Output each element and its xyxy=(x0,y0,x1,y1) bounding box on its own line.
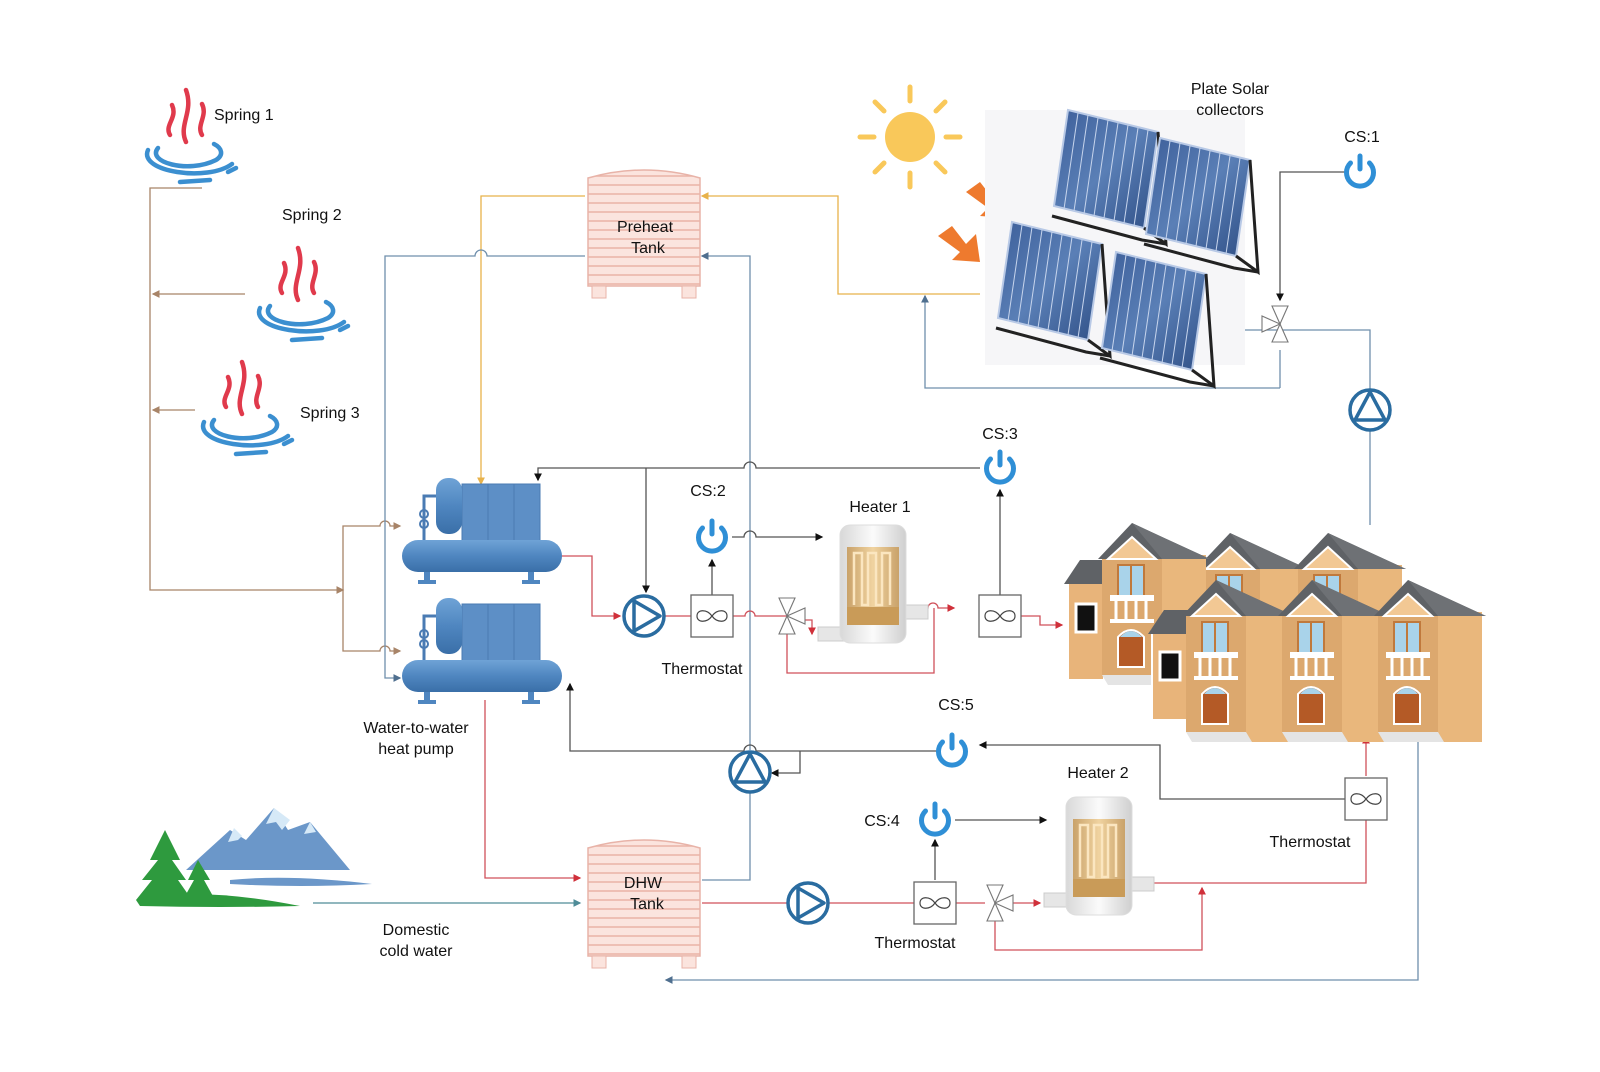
spring-3 xyxy=(203,362,292,454)
solar-collectors xyxy=(985,108,1260,388)
cold-water-label-line1: Domestic xyxy=(383,922,450,939)
preheat-tank-label-line2: Tank xyxy=(631,240,666,257)
three-way-valve-solar xyxy=(1261,305,1289,343)
circulation-pump-2 xyxy=(786,881,830,925)
thermostat-icon xyxy=(690,594,734,638)
heater-1 xyxy=(817,523,929,645)
hot-spring-icon xyxy=(259,248,348,340)
control-switch-1[interactable] xyxy=(1347,156,1374,186)
house-icon xyxy=(1372,578,1488,744)
cs-3-label: CS:3 xyxy=(982,426,1018,443)
heater-1-label: Heater 1 xyxy=(849,499,910,516)
sun-icon xyxy=(857,84,963,190)
thermostat-3-label: Thermostat xyxy=(1270,834,1351,851)
hot-spring-icon xyxy=(147,90,236,182)
heat-pump-icon xyxy=(400,596,564,706)
pump-icon xyxy=(1348,388,1392,432)
pump-icon xyxy=(728,750,772,794)
heat-pump-2 xyxy=(400,596,564,706)
heat-pump-1 xyxy=(400,476,564,586)
thermostat-heater1-out xyxy=(978,594,1022,638)
house-annex xyxy=(1064,560,1106,681)
dhw-tank-label-line2: Tank xyxy=(630,896,665,913)
spring-2 xyxy=(259,248,348,340)
power-icon xyxy=(1347,156,1374,186)
preheat-tank-label-line1: Preheat xyxy=(617,219,674,236)
thermostat-icon xyxy=(913,881,957,925)
thermostat-2-label: Thermostat xyxy=(875,935,956,952)
valve-icon xyxy=(1261,305,1289,343)
three-way-valve-heater2 xyxy=(986,884,1014,922)
heater-icon xyxy=(1064,795,1134,917)
cold-water-label-line2: cold water xyxy=(380,943,454,960)
hot-spring-icon xyxy=(203,362,292,454)
thermostat-icon xyxy=(1344,777,1388,821)
pump-icon xyxy=(622,594,666,638)
control-switch-3[interactable] xyxy=(987,452,1014,482)
power-icon xyxy=(987,452,1014,482)
spring-1-label: Spring 1 xyxy=(214,107,274,124)
cs-2-label: CS:2 xyxy=(690,483,726,500)
control-switch-4[interactable] xyxy=(922,804,949,834)
heater-icon xyxy=(838,523,908,645)
dhw-tank-label-line1: DHW xyxy=(624,875,663,892)
thermostat-icon xyxy=(978,594,1022,638)
tree-icon xyxy=(136,830,300,907)
spring-supply-pipes xyxy=(149,187,402,655)
heat-pump-icon xyxy=(400,476,564,586)
cs-5-label: CS:5 xyxy=(938,697,974,714)
spring-2-label: Spring 2 xyxy=(282,207,342,224)
return-pipes xyxy=(384,249,1419,984)
power-icon xyxy=(699,521,726,551)
heater-2 xyxy=(1043,795,1155,917)
control-lines xyxy=(534,171,1346,880)
valve-icon xyxy=(986,884,1014,922)
thermostat-1-label: Thermostat xyxy=(662,661,743,678)
cs-1-label: CS:1 xyxy=(1344,129,1380,146)
thermostat-3 xyxy=(1344,777,1388,821)
power-icon xyxy=(922,804,949,834)
cs-4-label: CS:4 xyxy=(864,813,900,830)
control-switch-2[interactable] xyxy=(699,521,726,551)
control-switch-5[interactable] xyxy=(939,735,966,765)
pump-icon xyxy=(786,881,830,925)
circulation-pump-4 xyxy=(1348,388,1392,432)
circulation-pump-3 xyxy=(728,750,772,794)
spring-3-label: Spring 3 xyxy=(300,405,360,422)
hot-water-pipes xyxy=(484,555,1370,951)
solar-loop-pipes xyxy=(477,192,980,486)
house-annex xyxy=(1148,610,1190,721)
solar-label-line2: collectors xyxy=(1196,102,1264,119)
power-icon xyxy=(939,735,966,765)
mountain-icon xyxy=(186,808,372,886)
heat-pump-label-line2: heat pump xyxy=(378,741,454,758)
heat-pump-label-line1: Water-to-water xyxy=(363,720,469,737)
solar-label-line1: Plate Solar xyxy=(1191,81,1270,98)
ray-arrow-icon xyxy=(938,226,980,262)
solar-panel-icon xyxy=(1098,250,1216,388)
circulation-pump-1 xyxy=(622,594,666,638)
houses xyxy=(1064,521,1488,744)
thermostat-1 xyxy=(690,594,734,638)
thermostat-2 xyxy=(913,881,957,925)
spring-1 xyxy=(147,90,236,182)
heater-2-label: Heater 2 xyxy=(1067,765,1128,782)
